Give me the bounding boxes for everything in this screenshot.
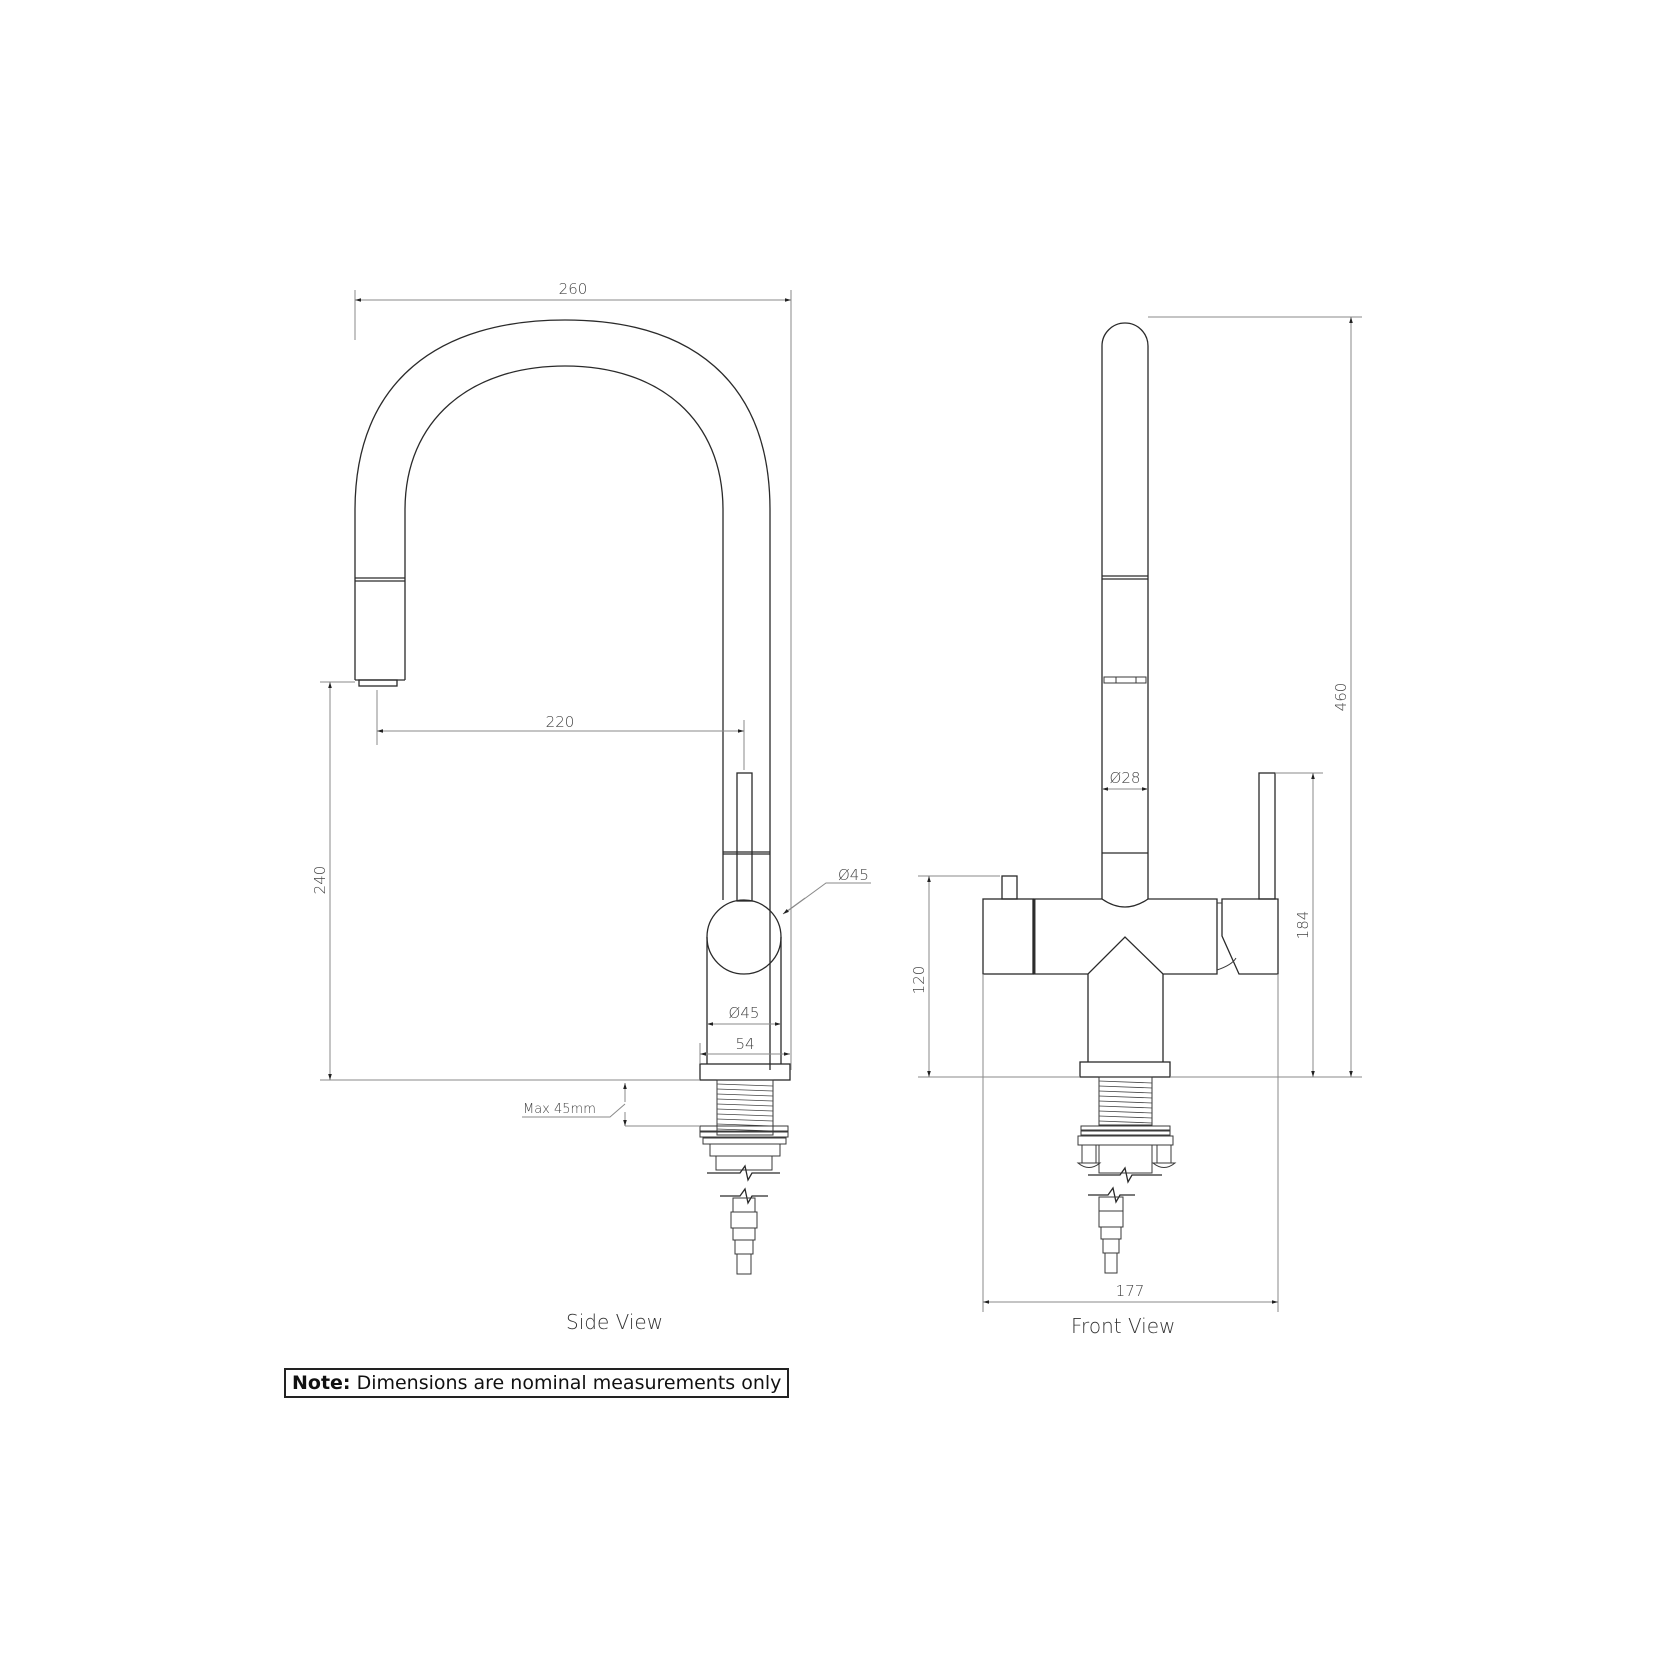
front-view-label: Front View xyxy=(1071,1314,1176,1338)
dim-220: 220 xyxy=(546,713,575,731)
dim-184: 184 xyxy=(1294,911,1312,940)
note-box: Note: Dimensions are nominal measurement… xyxy=(284,1368,790,1398)
dim-diameter-45-base: Ø45 xyxy=(729,1004,760,1022)
side-view-dimensions: 260 220 240 Ø45 Ø45 54 Max 45mm xyxy=(311,280,871,1127)
dim-max-45mm: Max 45mm xyxy=(523,1102,596,1117)
dim-diameter-45-top: Ø45 xyxy=(838,866,869,884)
note-text: Dimensions are nominal measurements only xyxy=(356,1372,782,1394)
front-view-dimensions: 460 184 120 Ø28 177 xyxy=(910,316,1362,1312)
dim-260: 260 xyxy=(559,280,588,298)
side-view-drawing xyxy=(354,319,791,1275)
note-prefix: Note: xyxy=(292,1372,351,1394)
side-view-label: Side View xyxy=(566,1310,664,1334)
dim-460: 460 xyxy=(1332,683,1350,712)
dim-177: 177 xyxy=(1116,1282,1145,1300)
dim-54: 54 xyxy=(735,1035,754,1053)
front-view-drawing xyxy=(982,322,1279,1274)
dim-240: 240 xyxy=(311,866,329,895)
dim-120: 120 xyxy=(910,966,928,995)
dim-diameter-28: Ø28 xyxy=(1110,769,1141,787)
